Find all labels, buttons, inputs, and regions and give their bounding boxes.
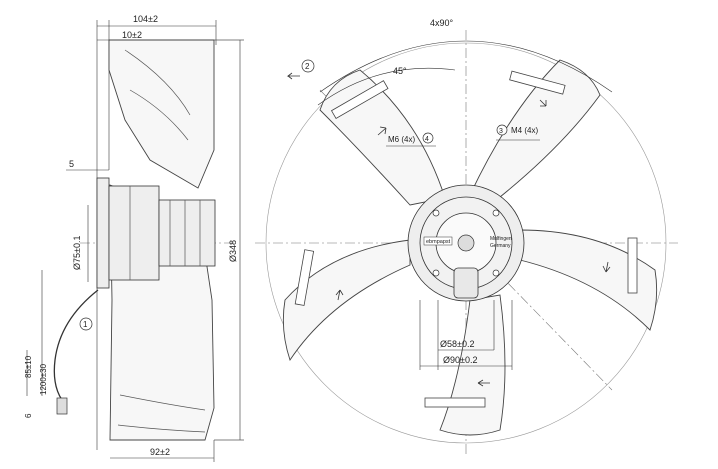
offset-label: 10±2 <box>122 30 142 40</box>
angle-label: 4x90° <box>430 18 454 28</box>
angle45-label: 45° <box>393 66 407 76</box>
cable-gland <box>453 267 479 299</box>
blade-4 <box>439 294 506 436</box>
shaft <box>457 234 475 252</box>
blade-2 <box>469 59 601 206</box>
d90-label: Ø90±0.2 <box>443 355 477 365</box>
flange <box>96 177 110 289</box>
m4-label: M4 (4x) <box>511 126 538 135</box>
blade-top-profile <box>108 39 215 189</box>
motor-label-1: ebmpapst <box>426 239 451 245</box>
d58-label: Ø58±0.2 <box>440 339 474 349</box>
angle-arc <box>319 40 613 93</box>
side-view: 104±2 10±2 5 Ø75±0.1 Ø348 1 <box>24 14 244 462</box>
hub-diameter-label: Ø75±0.1 <box>72 236 82 270</box>
flange-label: 5 <box>69 159 74 169</box>
callout-1-circle <box>79 317 93 331</box>
motor-label-3: Germany <box>490 243 511 249</box>
callout-1: 1 <box>83 320 88 329</box>
callout-3: 3 <box>499 128 503 135</box>
depth-label: 104±2 <box>133 14 158 24</box>
cable-connector <box>56 397 68 415</box>
cable-length-label: 1200±30 <box>39 363 48 395</box>
outer-diameter-label: Ø348 <box>228 240 238 262</box>
m6-label: M6 (4x) <box>388 135 415 144</box>
bottom-label: 92±2 <box>150 447 170 457</box>
cable <box>53 289 99 401</box>
callout-2: 2 <box>305 62 310 71</box>
callout-4: 4 <box>425 136 429 143</box>
blade-5 <box>282 239 411 362</box>
front-view: ebmpapst Mulfingen Germany 4x90° 45° 2 M… <box>255 18 678 455</box>
lead-label: 85±10 <box>24 355 33 378</box>
small-label: 6 <box>24 413 33 418</box>
hub <box>158 199 216 267</box>
blade-3 <box>519 229 658 331</box>
motor-label-2: Mulfingen <box>490 236 512 242</box>
motor-body <box>108 185 160 281</box>
